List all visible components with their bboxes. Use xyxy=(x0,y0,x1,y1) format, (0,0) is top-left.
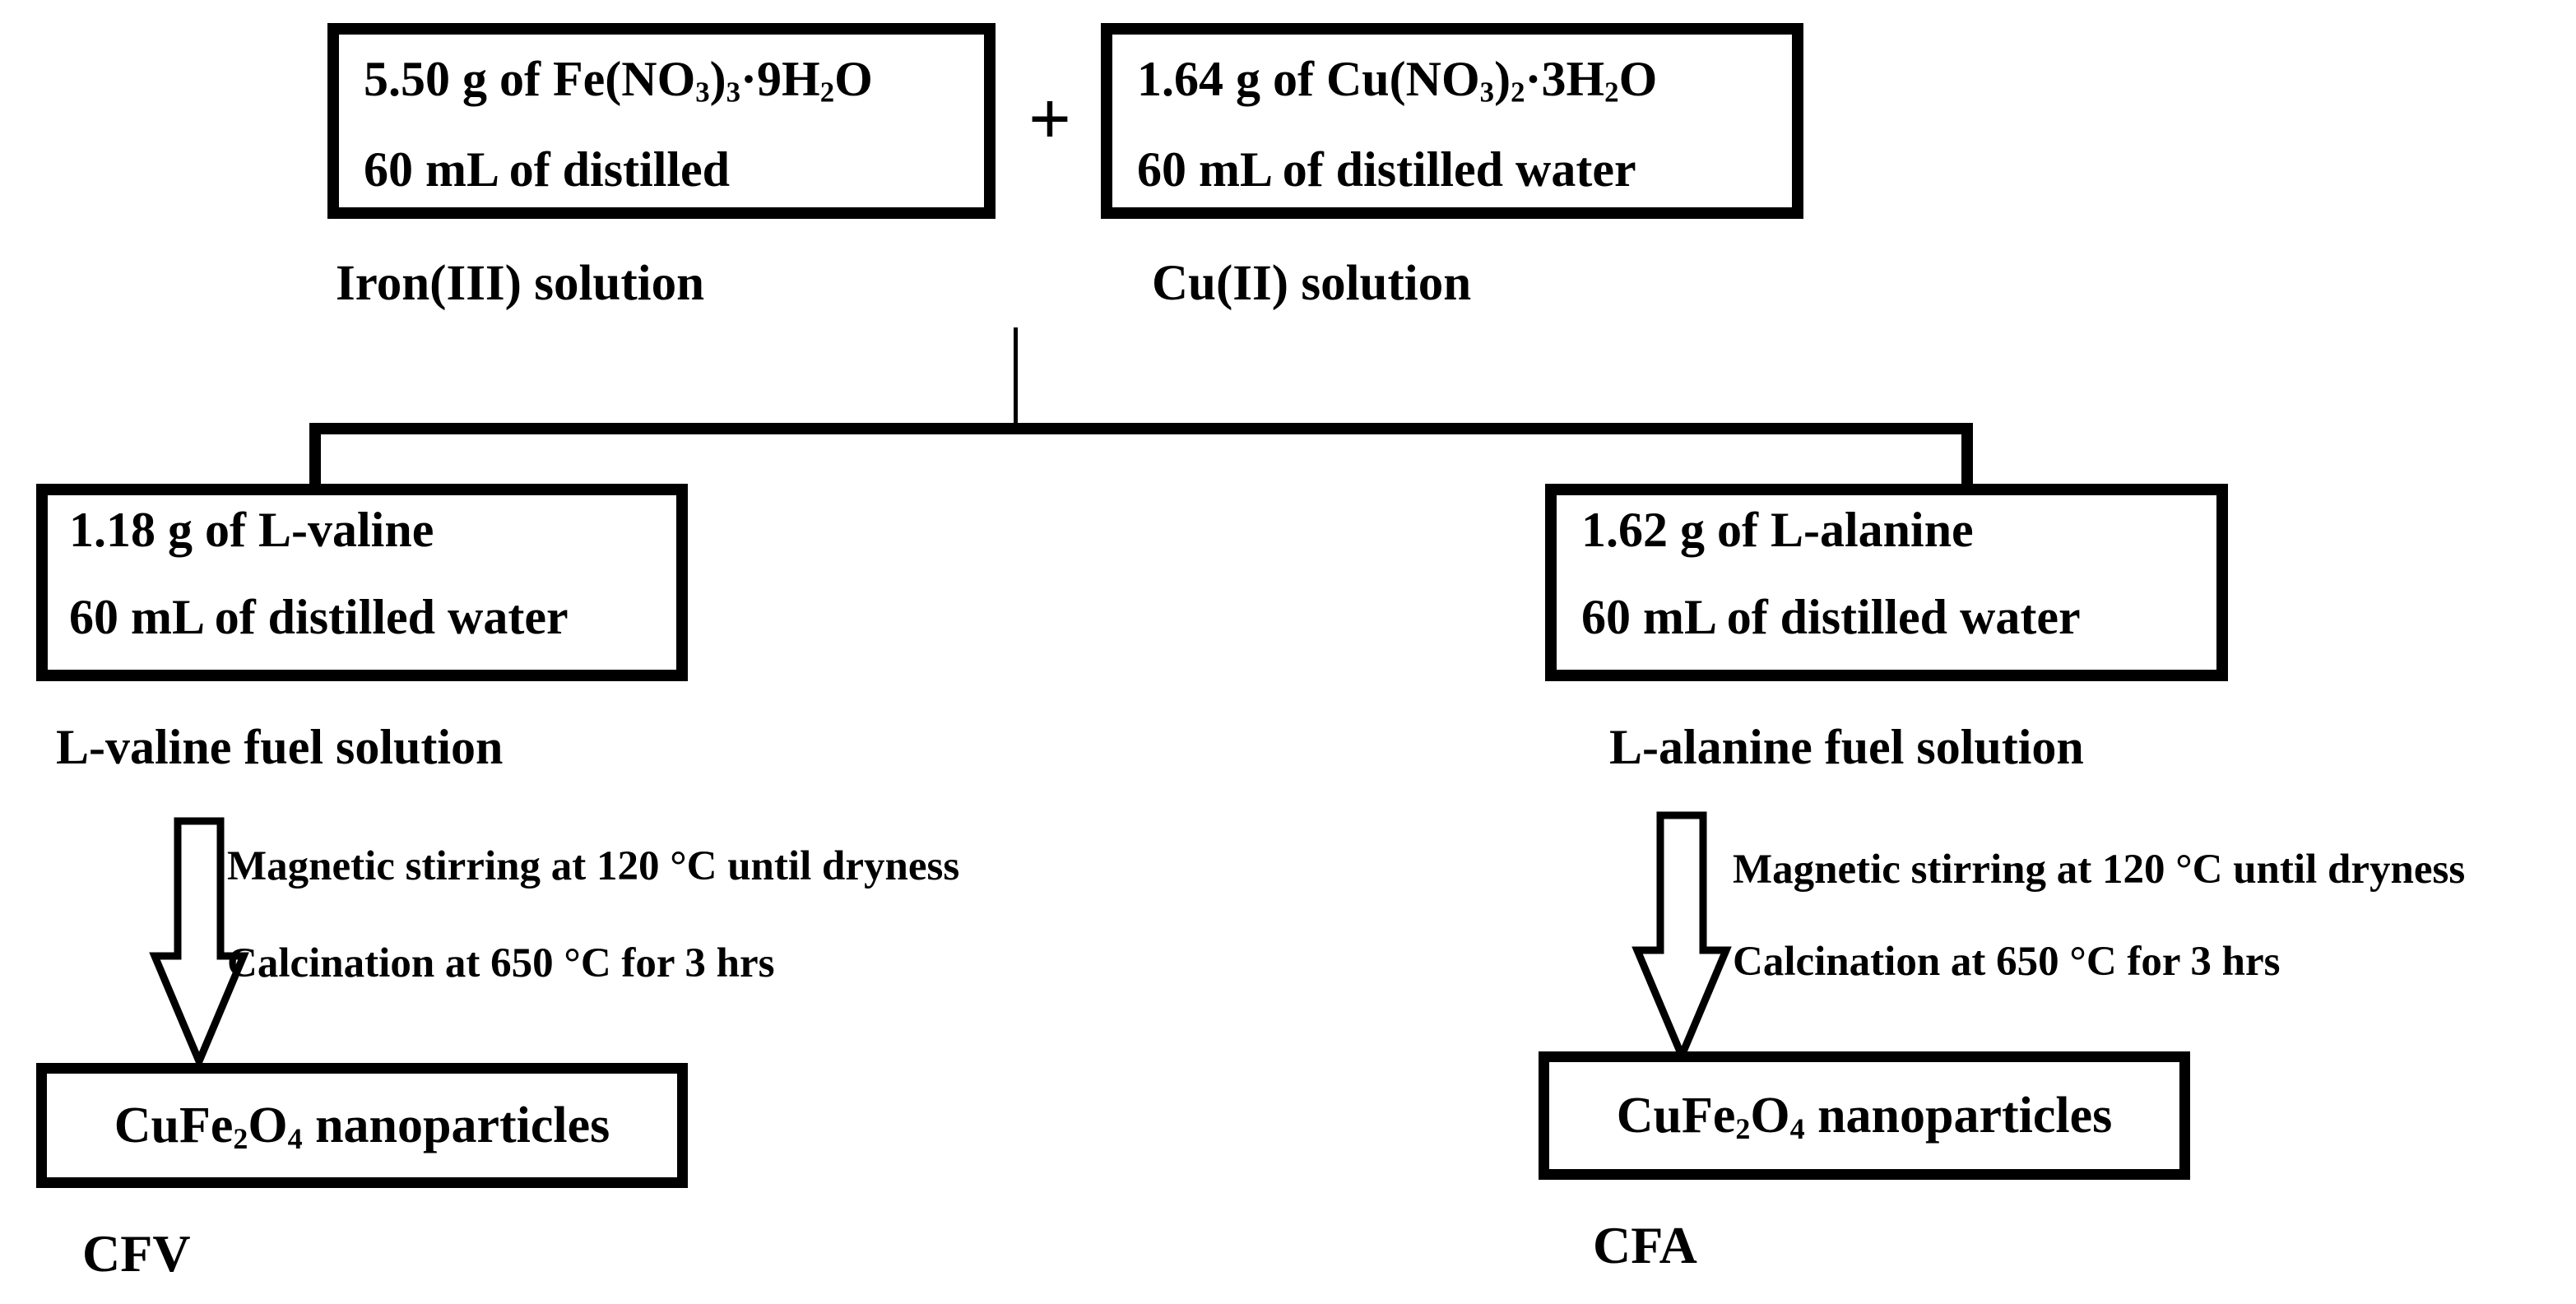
copper-solvent-text: 60 mL of distilled water xyxy=(1137,142,1636,197)
left-down-arrow-icon xyxy=(149,817,249,1066)
plus-sign: + xyxy=(1028,77,1072,160)
connector-stem-line xyxy=(1014,327,1018,423)
copper-amount-text: 1.64 g of Cu(NO3)2·3H2O xyxy=(1137,52,1658,109)
alanine-caption: L-alanine fuel solution xyxy=(1609,720,2084,774)
connector-left-drop-line xyxy=(309,423,321,484)
valine-caption: L-valine fuel solution xyxy=(56,720,504,774)
valine-fuel-box: 1.18 g of L-valine 60 mL of distilled wa… xyxy=(36,484,688,681)
left-product-box: CuFe2O4 nanoparticles xyxy=(36,1063,688,1188)
alanine-solvent-text: 60 mL of distilled water xyxy=(1581,590,2081,644)
right-product-name: CuFe2O4 nanoparticles xyxy=(1616,1088,2113,1145)
right-sample-code: CFA xyxy=(1593,1216,1697,1274)
left-calcination-step-text: Calcination at 650 °C for 3 hrs xyxy=(227,940,775,986)
connector-branch-bar xyxy=(309,423,1973,434)
copper-caption: Cu(II) solution xyxy=(1152,256,1472,311)
right-down-arrow-icon xyxy=(1631,811,1732,1060)
alanine-amount-text: 1.62 g of L-alanine xyxy=(1581,503,1974,557)
alanine-fuel-box: 1.62 g of L-alanine 60 mL of distilled w… xyxy=(1545,484,2228,681)
right-product-box: CuFe2O4 nanoparticles xyxy=(1539,1051,2190,1180)
right-calcination-step-text: Calcination at 650 °C for 3 hrs xyxy=(1733,939,2281,985)
left-sample-code: CFV xyxy=(82,1224,191,1283)
iron-caption: Iron(III) solution xyxy=(336,256,705,311)
right-stirring-step-text: Magnetic stirring at 120 °C until drynes… xyxy=(1733,847,2466,893)
iron-solvent-text: 60 mL of distilled xyxy=(364,142,731,197)
copper-precursor-box: 1.64 g of Cu(NO3)2·3H2O 60 mL of distill… xyxy=(1101,23,1803,219)
iron-amount-text: 5.50 g of Fe(NO3)3·9H2O xyxy=(364,52,873,109)
valine-amount-text: 1.18 g of L-valine xyxy=(69,503,434,557)
iron-precursor-box: 5.50 g of Fe(NO3)3·9H2O 60 mL of distill… xyxy=(327,23,996,219)
left-stirring-step-text: Magnetic stirring at 120 °C until drynes… xyxy=(227,843,960,889)
valine-solvent-text: 60 mL of distilled water xyxy=(69,590,569,644)
left-product-name: CuFe2O4 nanoparticles xyxy=(114,1097,610,1155)
connector-right-drop-line xyxy=(1961,423,1973,484)
